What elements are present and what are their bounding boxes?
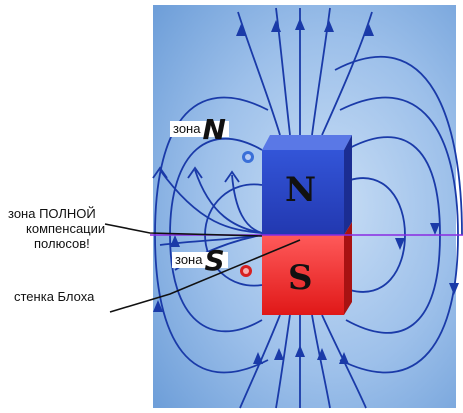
full-compensation-line1: зона ПОЛНОЙ [8,206,96,221]
full-compensation-line2: компенсации [26,221,106,236]
south-dot-icon [240,265,252,277]
full-compensation-label: зона ПОЛНОЙ компенсации полюсов! [8,206,105,251]
magnet-south [262,222,352,315]
label-leader-lines [104,223,301,313]
zone-n-label: зонаN [170,116,229,144]
magnet-north [262,135,352,235]
full-compensation-line3: полюсов! [34,236,90,251]
zone-s-letter: S [204,244,225,278]
zone-n-text: зона [173,121,201,136]
zone-s-label: зонаS [172,247,228,275]
south-pole-label: S [288,258,313,298]
zone-n-letter: N [202,113,226,147]
bloch-wall-label: стенка Блоха [14,289,95,304]
zone-s-text: зона [175,252,203,267]
north-pole-label: N [285,170,317,210]
north-dot-icon [242,151,254,163]
